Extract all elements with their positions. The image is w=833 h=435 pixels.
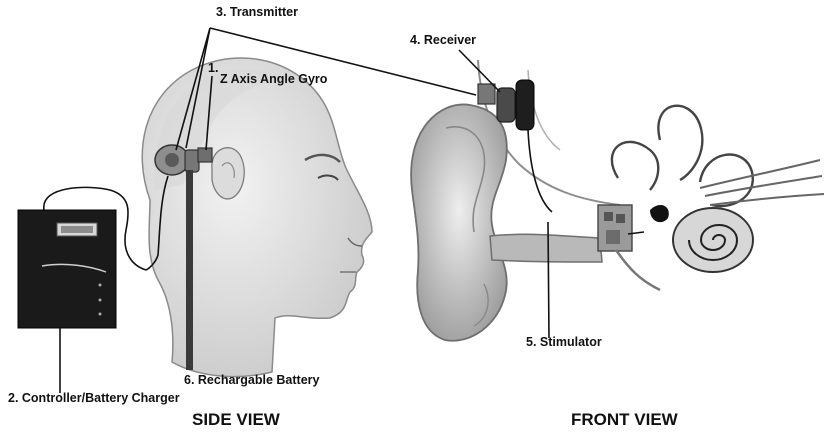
middle-ear: [598, 205, 632, 251]
side-ear: [212, 148, 244, 199]
ear-canal: [490, 234, 602, 262]
label-gyro: Z Axis Angle Gyro: [220, 72, 328, 86]
outer-ear: [411, 104, 507, 340]
cochlea: [673, 208, 753, 272]
label-controller: 2. Controller/Battery Charger: [8, 391, 180, 405]
nerve-bundle: [700, 160, 824, 205]
side-view-head: [142, 58, 372, 377]
label-receiver: 4. Receiver: [410, 33, 476, 47]
rechargeable-battery-device: [186, 170, 193, 370]
gyro-device: [198, 148, 212, 162]
front-view-ear-anatomy: [411, 60, 824, 341]
label-transmitter: 3. Transmitter: [216, 5, 298, 19]
receiver-lead: [528, 130, 552, 212]
controller-device: [18, 187, 146, 393]
label-gyro-number: 1.: [208, 61, 218, 75]
side-view-title: SIDE VIEW: [192, 410, 281, 429]
front-view-title: FRONT VIEW: [571, 410, 679, 429]
label-stimulator: 5. Stimulator: [526, 335, 602, 349]
stimulator-electrode: [650, 205, 669, 222]
label-battery: 6. Rechargable Battery: [184, 373, 320, 387]
